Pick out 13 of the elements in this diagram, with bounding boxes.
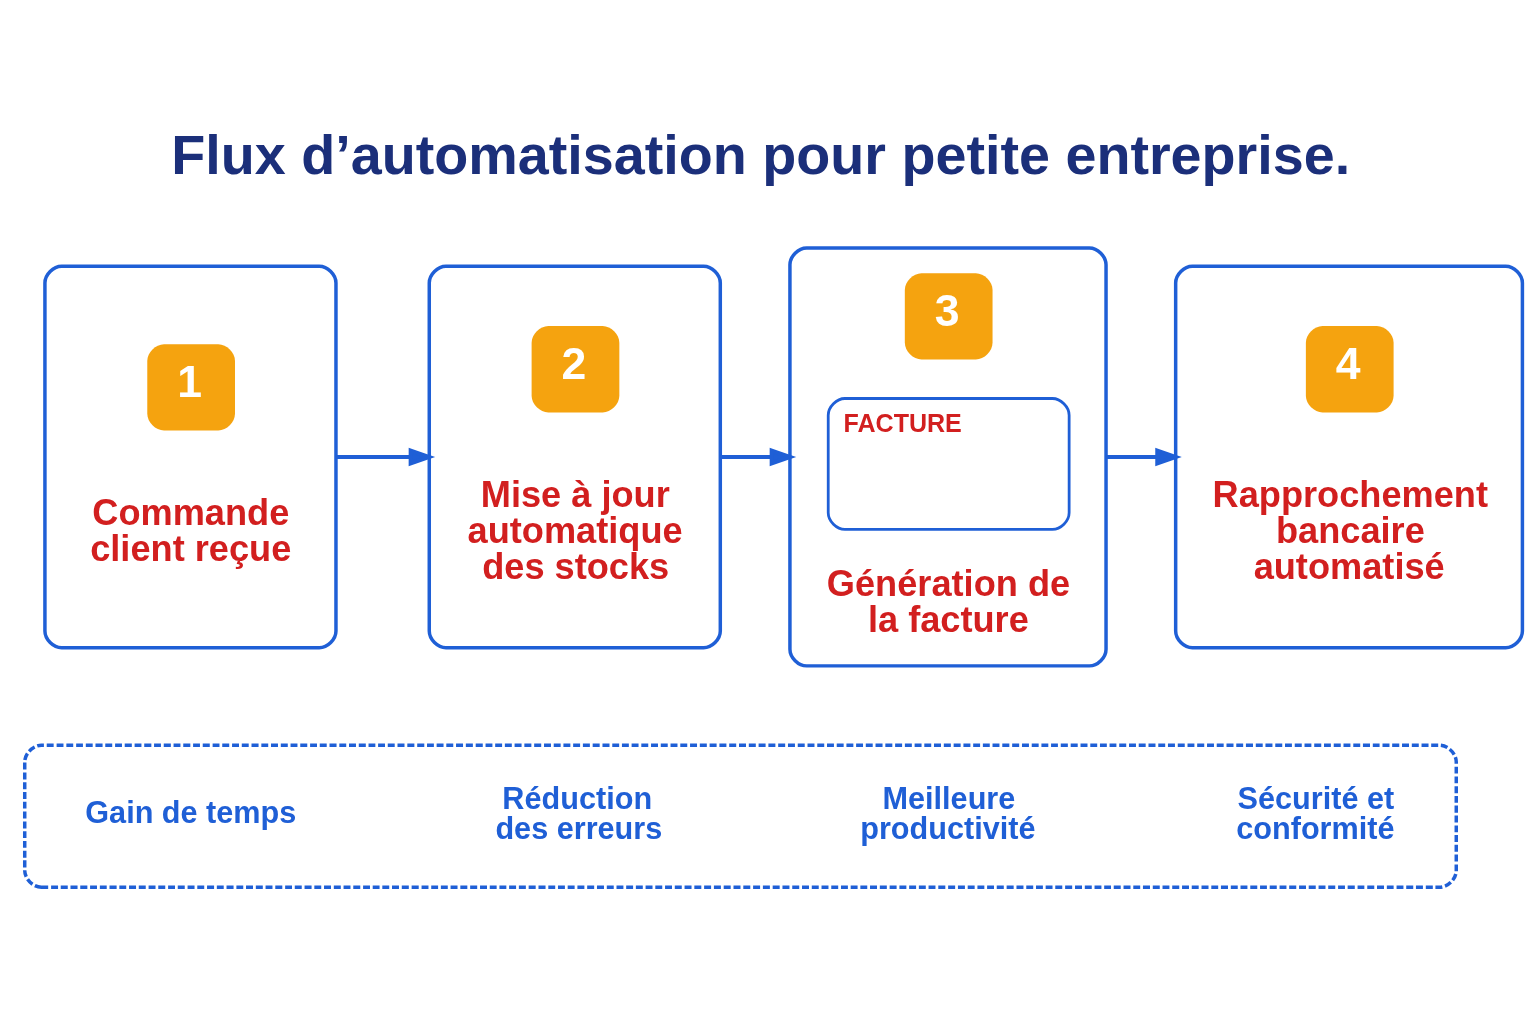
node-text: Sécurité et conformité (1236, 780, 1395, 846)
node-box: 2 Mise à jour automatique des stocks (427, 264, 723, 650)
node-box: 1 Commande client reçue (43, 264, 338, 650)
diagram-title: Flux d’automatisation pour petite entreprise. (171, 124, 1351, 187)
arrow (336, 447, 436, 467)
node-text: Réduction des erreurs (495, 780, 663, 846)
cluster (23, 743, 1458, 890)
node-text: Meilleure productivité (860, 780, 1036, 846)
node-box: 3 FACTURE Génération de la facture (788, 246, 1108, 668)
node-text: Gain de temps (85, 794, 297, 829)
arrow (1106, 447, 1182, 467)
arrow (720, 447, 797, 467)
node-box: 4 Rapprochement bancaire automatisé (1173, 264, 1525, 650)
